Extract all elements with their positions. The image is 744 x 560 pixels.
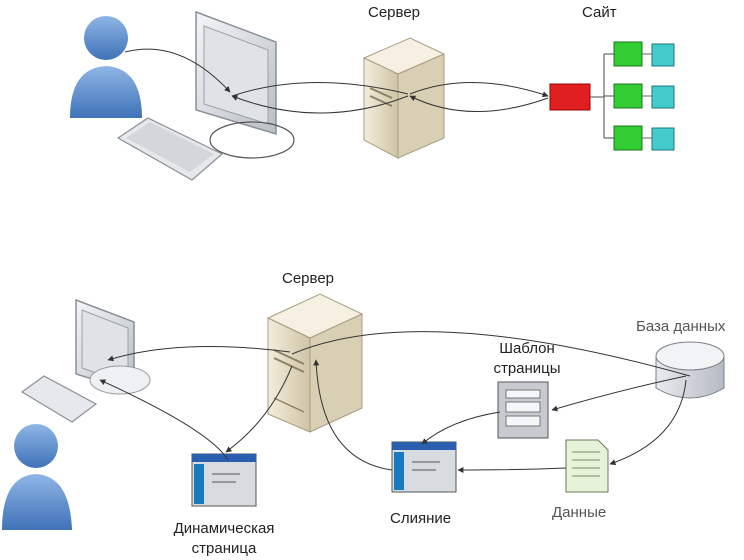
top-connection-lines — [124, 48, 549, 114]
template-doc-icon — [497, 381, 549, 439]
dynamic-page-label-line2: страница — [191, 540, 257, 557]
window-icon — [191, 453, 257, 507]
data-label: Данные — [552, 504, 607, 521]
monitor-icon — [75, 298, 151, 395]
merge-label: Слияние — [390, 510, 452, 527]
database-icon — [655, 341, 725, 399]
site-label: Сайт — [582, 4, 617, 21]
keyboard-icon — [20, 375, 98, 423]
bottom-server-label: Сервер — [282, 270, 335, 287]
template-label-line1: Шаблон — [499, 340, 555, 357]
data-doc-icon — [565, 439, 609, 493]
person-icon — [2, 424, 72, 530]
window-icon — [391, 441, 457, 493]
site-tree-icon — [549, 41, 675, 151]
monitor-icon — [195, 10, 295, 159]
person-icon — [70, 16, 142, 118]
server-icon — [362, 37, 446, 159]
bottom-connection-lines — [99, 331, 691, 473]
dynamic-page-label-line1: Динамическая — [173, 520, 275, 537]
database-label: База данных — [636, 318, 726, 335]
top-server-label: Сервер — [368, 4, 421, 21]
keyboard-icon — [116, 117, 224, 181]
template-label-line2: страницы — [493, 360, 561, 377]
server-icon — [266, 293, 364, 433]
